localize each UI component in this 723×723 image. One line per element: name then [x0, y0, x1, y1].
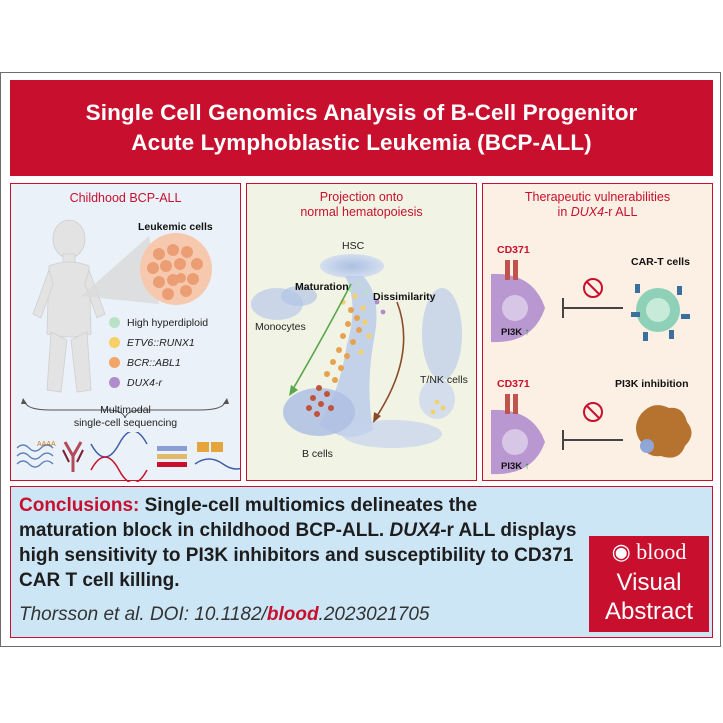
- legend-dot-high-hyperdiploid: [109, 317, 120, 328]
- child-illustration: [32, 219, 212, 393]
- monocytes-label: Monocytes: [255, 321, 306, 333]
- tnk-cells-label: T/NK cells: [420, 374, 468, 386]
- therapy-illustration: [491, 260, 692, 475]
- legend-dot-bcr-abl1: [109, 357, 120, 368]
- sequencing-icons: AAAA: [16, 432, 240, 482]
- cd371-bottom-label: CD371: [497, 378, 530, 390]
- panel3-title-line-2: in DUX4-r ALL: [557, 205, 638, 219]
- panel-childhood-bcp-all: Childhood BCP-ALL Leukemic cells High hy…: [10, 183, 241, 482]
- panel3-title-line-1: Therapeutic vulnerabilities: [524, 190, 671, 204]
- title-line-2: Acute Lymphoblastic Leukemia (BCP-ALL): [131, 130, 592, 155]
- legend-label-etv6-runx1: ETV6::RUNX1: [127, 337, 195, 349]
- title-banner: Single Cell Genomics Analysis of B-Cell …: [10, 80, 713, 176]
- logo-line-2: Abstract: [604, 598, 694, 625]
- pi3k-top-label: PI3K ↑: [501, 327, 530, 338]
- blood-drop-icon: ◉: [611, 539, 631, 564]
- pi3k-bottom-label: PI3K ↑: [501, 461, 530, 472]
- panel-therapeutic: Therapeutic vulnerabilities in DUX4-r AL…: [482, 183, 713, 481]
- umap-projection: [251, 254, 462, 448]
- conclusions-text: Conclusions: Single-cell multiomics deli…: [19, 495, 577, 591]
- conclusions-box: Conclusions: Single-cell multiomics deli…: [10, 486, 713, 638]
- blood-visual-abstract-logo: ◉ blood Visual Abstract: [589, 536, 709, 632]
- dissimilarity-label: Dissimilarity: [373, 291, 436, 303]
- panel-projection: Projection onto normal hematopoiesis: [246, 183, 477, 481]
- panel2-title-line-1: Projection onto: [319, 190, 404, 204]
- legend-label-bcr-abl1: BCR::ABL1: [127, 357, 181, 369]
- legend-dot-etv6-runx1: [109, 337, 120, 348]
- hsc-label: HSC: [342, 240, 365, 252]
- maturation-label: Maturation: [295, 281, 349, 293]
- logo-line-1: Visual: [616, 569, 682, 596]
- legend-label-high-hyperdiploid: High hyperdiploid: [127, 317, 209, 329]
- b-cells-label: B cells: [302, 448, 333, 460]
- panel2-title-line-2: normal hematopoiesis: [300, 205, 423, 219]
- method-line-1: Multimodal: [100, 404, 151, 416]
- logo-brand: ◉ blood: [611, 539, 687, 564]
- legend-dot-dux4-r: [109, 377, 120, 388]
- leukemic-cells-label: Leukemic cells: [138, 221, 213, 233]
- svg-text:AAAA: AAAA: [37, 441, 56, 448]
- method-line-2: single-cell sequencing: [73, 417, 178, 429]
- cd371-top-label: CD371: [497, 244, 530, 256]
- pi3k-inhibition-label: PI3K inhibition: [615, 378, 689, 390]
- panel1-title: Childhood BCP-ALL: [69, 191, 182, 205]
- title-line-1: Single Cell Genomics Analysis of B-Cell …: [85, 100, 638, 125]
- legend-label-dux4-r: DUX4-r: [127, 377, 163, 389]
- bracket-icon: [21, 398, 229, 419]
- citation: Thorsson et al. DOI: 10.1182/blood.20230…: [19, 604, 430, 625]
- car-t-cells-label: CAR-T cells: [631, 256, 690, 268]
